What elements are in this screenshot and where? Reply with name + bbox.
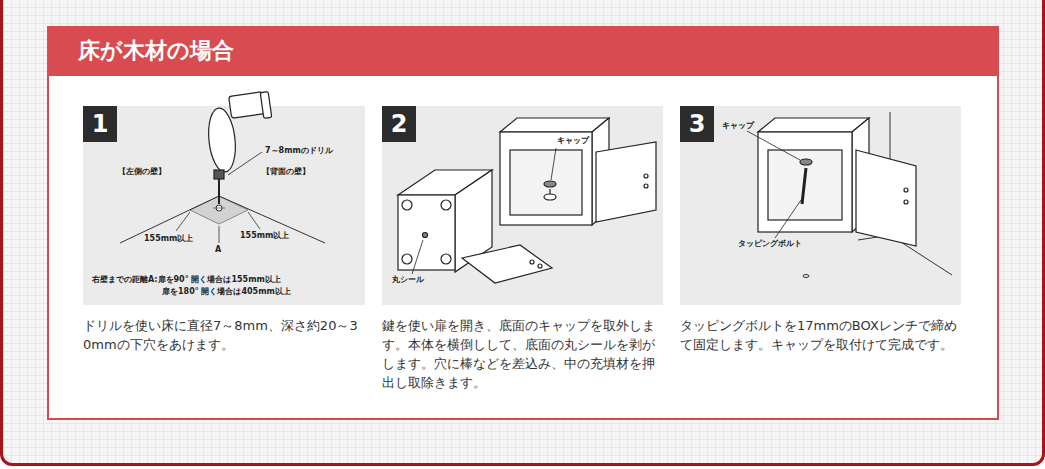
step-badge: 3 — [680, 106, 714, 142]
step-badge: 2 — [382, 106, 416, 142]
figure-label: 【背面の壁】 — [262, 168, 310, 177]
step-caption: タッピングボルトを17mmのBOXレンチで締めて固定します。キャップを取付けて完… — [680, 316, 962, 354]
floor-area — [213, 208, 225, 209]
figure-label: 右壁までの距離A:扉を90° 開く場合は155mm以上 — [92, 276, 281, 285]
figure-label: 【左側の壁】 — [118, 168, 166, 177]
step-number: 3 — [689, 112, 706, 136]
figure-label: キャップ — [557, 137, 589, 146]
safe-lying — [398, 195, 455, 270]
figure-label: 7～8mmのドリル — [265, 147, 333, 156]
step-caption: ドリルを使い床に直径7～8mm、深さ約20～30mmの下穴をあけます。 — [83, 316, 365, 354]
figure-label: 155mm以上 — [144, 235, 193, 244]
safe-lying — [441, 200, 451, 210]
safe-lying — [402, 254, 412, 264]
drill-symbol — [206, 92, 272, 204]
safe-upright — [644, 174, 648, 178]
figure-label: タッピングボルト — [738, 240, 802, 249]
floor-area — [248, 212, 260, 229]
step-caption: 鍵を使い扉を開き、底面のキャップを取外します。本体を横倒しして、底面の丸シールを… — [382, 316, 664, 392]
floor-area — [120, 196, 219, 243]
step-background — [83, 106, 365, 305]
figure-label: キャップ — [722, 122, 754, 131]
step-number: 1 — [92, 112, 109, 136]
drill-symbol — [206, 107, 239, 173]
safe-upright — [644, 184, 648, 188]
step-background — [680, 106, 961, 305]
safe-upright — [549, 189, 550, 194]
safe-fixed — [775, 200, 801, 238]
safe-upright — [551, 148, 556, 180]
step-badge: 1 — [83, 106, 117, 142]
step-number: 2 — [391, 112, 408, 136]
safe-upright — [596, 142, 656, 222]
drill-symbol — [214, 170, 224, 179]
safe-fixed — [758, 118, 869, 132]
safe-fixed — [758, 132, 852, 232]
safe-upright — [544, 181, 556, 187]
safe-upright — [500, 118, 656, 225]
safe-lying — [441, 254, 451, 264]
safe-upright — [500, 132, 592, 225]
safe-fixed — [904, 188, 908, 192]
safe-upright — [500, 118, 609, 132]
safe-lying — [462, 245, 552, 283]
safe-fixed — [904, 200, 908, 204]
drill-symbol — [228, 152, 262, 175]
safe-lying — [538, 264, 542, 268]
safe-lying — [412, 240, 423, 274]
figure-label: 155mm以上 — [240, 232, 289, 241]
figure-label: 扉を180° 開く場合は405mm以上 — [162, 288, 291, 297]
floor-area — [176, 212, 190, 231]
safe-upright — [510, 150, 582, 215]
drill-symbol — [229, 92, 266, 119]
step-background — [382, 106, 663, 305]
safe-fixed — [800, 159, 812, 165]
floor-area — [120, 196, 325, 243]
floor-area — [219, 196, 325, 243]
safe-upright — [544, 194, 556, 200]
safe-fixed — [747, 131, 800, 160]
safe-lying — [402, 200, 412, 210]
safe-fixed — [856, 150, 916, 246]
room-corner — [803, 275, 809, 278]
figure-label: A — [215, 246, 221, 255]
safe-fixed — [768, 150, 842, 220]
drill-symbol — [218, 179, 220, 204]
panel-title: 床が木材の場合 — [78, 26, 234, 76]
safe-lying — [530, 260, 534, 264]
drill-symbol — [260, 92, 272, 119]
safe-lying — [423, 233, 428, 238]
safe-fixed — [747, 118, 916, 246]
figure-label: 丸シール — [392, 276, 424, 285]
floor-area — [219, 226, 220, 243]
step-background — [83, 106, 961, 305]
safe-fixed — [802, 168, 806, 204]
